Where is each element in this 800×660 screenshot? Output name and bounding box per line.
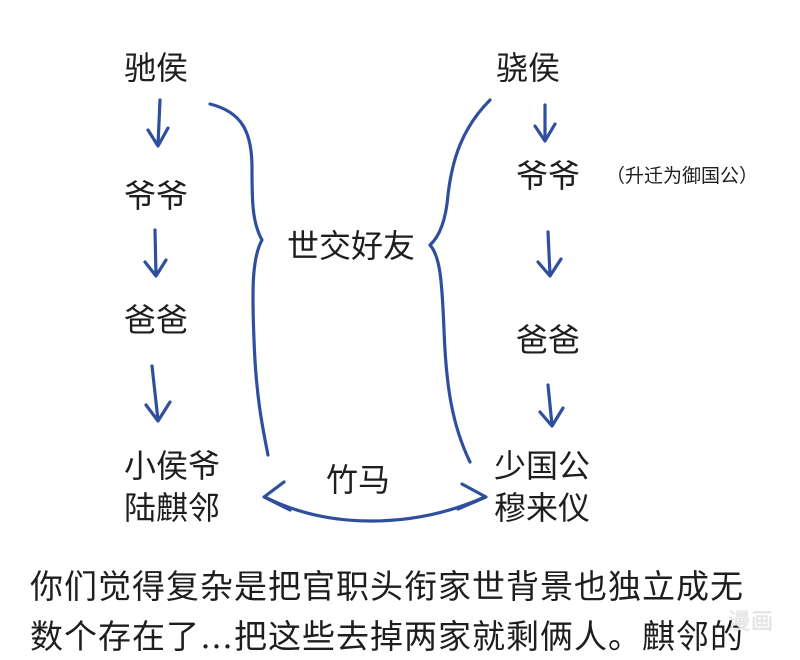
double-arrow-head-left <box>262 480 292 512</box>
arrow-right-1 <box>533 103 557 143</box>
arrow-right-3 <box>538 383 565 428</box>
right-grandfather-node: 爷爷 <box>516 157 581 195</box>
brace-right <box>428 98 492 464</box>
caption-line-2: 数个存在了…把这些去掉两家就剩俩人。麒邻的 <box>30 617 744 656</box>
arrow-left-1 <box>146 98 170 148</box>
caption-line-1: 你们觉得复杂是把官职头衔家世背景也独立成无 <box>30 567 744 606</box>
arrow-left-2 <box>143 228 168 278</box>
right-father-node: 爸爸 <box>516 321 581 359</box>
brace-left <box>208 102 270 457</box>
left-title-line1: 小侯爷 <box>124 447 221 485</box>
right-title-line2: 穆来仪 <box>494 489 591 527</box>
family-friends-label: 世交好友 <box>287 227 416 265</box>
left-top-node: 驰侯 <box>124 49 189 87</box>
arrow-left-3 <box>144 364 172 423</box>
right-grandfather-note: （升迁为御国公） <box>606 165 759 187</box>
double-arrow-line <box>263 495 487 523</box>
left-title-line2: 陆麒邻 <box>124 489 221 527</box>
left-father-node: 爸爸 <box>124 301 189 339</box>
right-title-line1: 少国公 <box>494 447 591 485</box>
right-top-node: 骁侯 <box>496 49 561 87</box>
double-arrow-head-right <box>456 482 488 511</box>
childhood-friends-label: 竹马 <box>326 461 391 499</box>
left-grandfather-node: 爷爷 <box>124 177 189 215</box>
watermark: 漫画 <box>727 610 774 635</box>
arrow-right-2 <box>536 230 563 278</box>
